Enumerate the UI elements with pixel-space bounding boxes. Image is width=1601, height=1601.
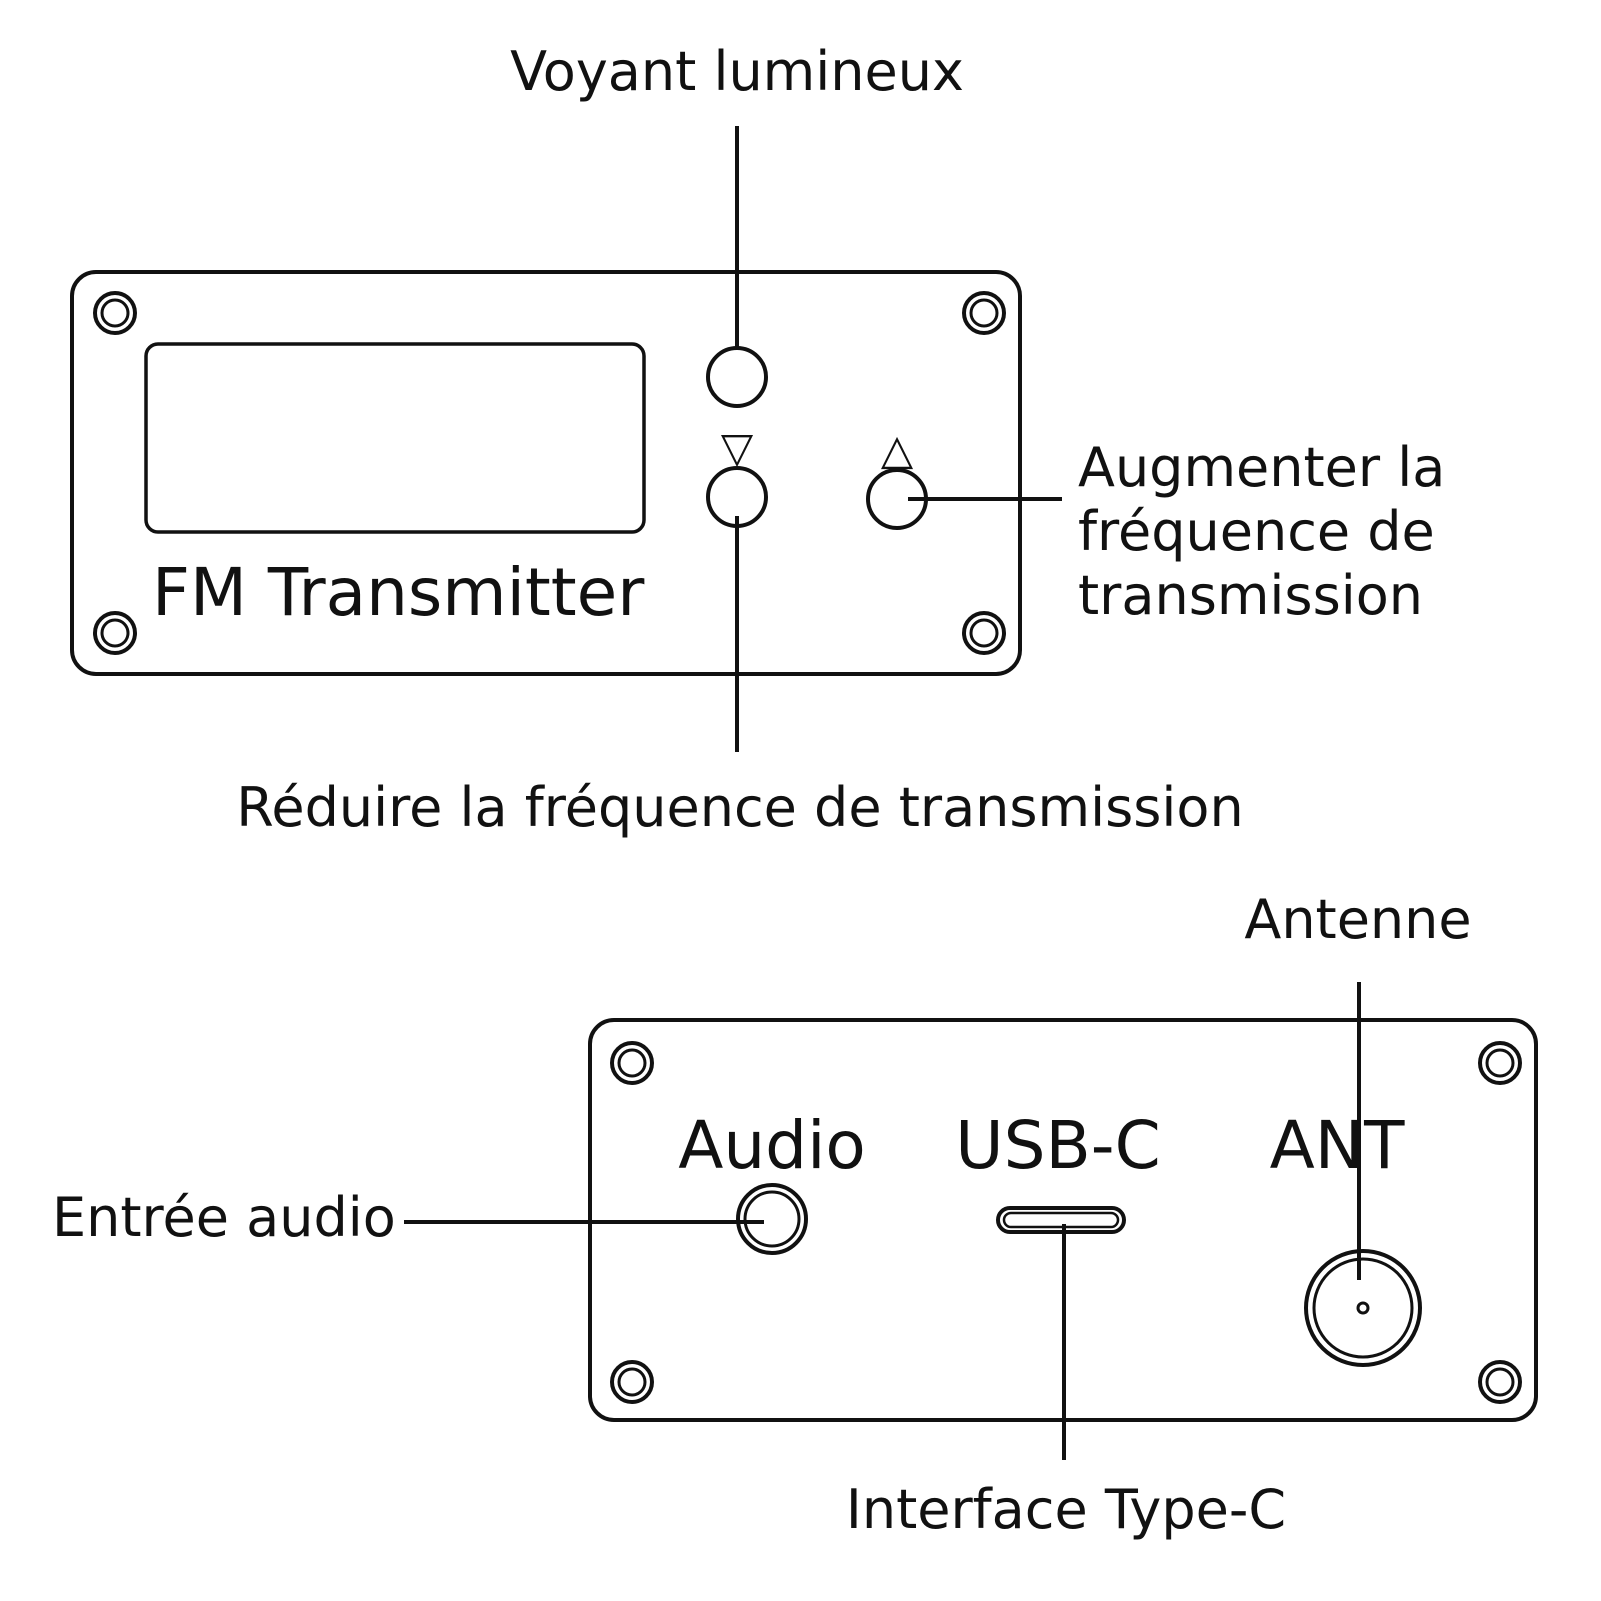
svg-text:Augmenter la: Augmenter la (1078, 436, 1445, 499)
ant-port-label: ANT (1270, 1107, 1406, 1184)
front-screw-bottom-left (93, 611, 137, 655)
svg-text:fréquence de: fréquence de (1078, 500, 1435, 563)
usb-port-label: USB-C (955, 1107, 1160, 1184)
type-c-interface-label: Interface Type-C (846, 1478, 1286, 1541)
front-screw-bottom-right (962, 611, 1006, 655)
svg-text:transmission: transmission (1078, 564, 1423, 627)
front-screw-top-left (93, 291, 137, 335)
rear-screw-top-right (1478, 1041, 1522, 1085)
front-panel: FM Transmitter ▽ △ (70, 270, 1022, 676)
antenna-label: Antenne (1244, 888, 1471, 951)
indicator-light-label: Voyant lumineux (510, 40, 964, 103)
audio-input-label: Entrée audio (52, 1186, 396, 1249)
front-screw-top-right (962, 291, 1006, 335)
down-arrow-icon: ▽ (721, 423, 754, 472)
increase-frequency-label: Augmenter la fréquence de transmission (1078, 436, 1445, 627)
rear-screw-bottom-left (610, 1360, 654, 1404)
usb-c-port[interactable] (996, 1206, 1126, 1234)
indicator-light (706, 346, 768, 408)
up-arrow-icon: △ (881, 425, 914, 474)
rear-screw-top-left (610, 1041, 654, 1085)
display-window (144, 342, 646, 534)
decrease-frequency-label: Réduire la fréquence de transmission (236, 776, 1243, 839)
front-panel-outline (70, 270, 1022, 676)
panel-title: FM Transmitter (152, 554, 645, 631)
audio-port-label: Audio (678, 1107, 866, 1184)
rear-screw-bottom-right (1478, 1360, 1522, 1404)
antenna-connector[interactable] (1304, 1249, 1422, 1367)
audio-jack[interactable] (736, 1183, 808, 1255)
